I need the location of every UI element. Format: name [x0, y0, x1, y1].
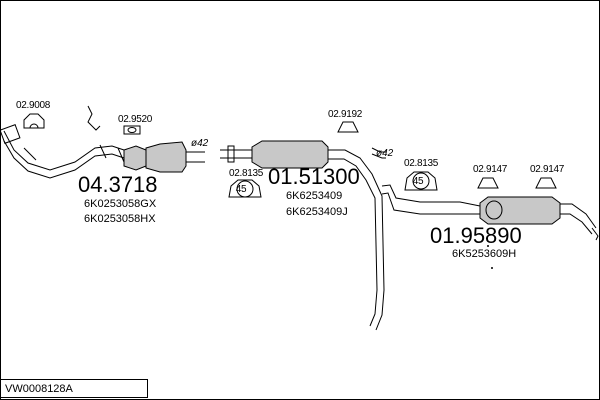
- rear-pipe-lower-edge: [381, 192, 480, 215]
- middle-silencer: [251, 140, 329, 169]
- middle-part-number-2: 6K6253409J: [286, 206, 348, 218]
- clamp-bracket-icon: [228, 179, 262, 198]
- ref-label-r5: 02.8135: [404, 158, 439, 169]
- middle-assembly: [220, 140, 385, 331]
- intermediate-pipe: [220, 149, 252, 159]
- flex-joint-lines: [99, 144, 125, 163]
- clamp-ring-hole-icon: [127, 127, 137, 133]
- diameter-label-d1: ø42: [191, 138, 209, 149]
- dot-mark: [491, 267, 493, 269]
- tail-pipe-end: [591, 227, 599, 241]
- rear-assembly: [381, 184, 599, 241]
- ref-label-r1: 02.9008: [16, 100, 51, 111]
- middle-outlet-pipe-right: [328, 158, 378, 327]
- front-part-number-1: 6K0253058GX: [84, 198, 157, 210]
- clamp-label-c1: 45: [236, 184, 247, 195]
- front-small-parts: [23, 105, 141, 135]
- diameter-label-d2: ø42: [376, 148, 394, 159]
- front-part-number-2: 6K0253058HX: [84, 213, 156, 225]
- middle-group-number: 01.51300: [268, 164, 360, 189]
- hanger-rubber-rear-1-icon: [477, 177, 499, 189]
- clamp-ring-icon: [123, 125, 141, 135]
- middle-small-parts: [228, 121, 386, 198]
- front-group-number: 04.3718: [78, 172, 158, 197]
- clamp-label-c2: 45: [413, 176, 424, 187]
- front-pipe-assembly: [0, 124, 205, 179]
- tail-pipe: [560, 203, 597, 235]
- front-pipe-joint: [23, 147, 37, 161]
- catalyst-outlet-pipe: [186, 151, 205, 163]
- clamp-bracket-rear-icon: [404, 171, 438, 191]
- hanger-rubber-icon: [337, 121, 359, 133]
- manifold-flange: [0, 124, 21, 144]
- rear-pipe-upper-edge: [381, 184, 481, 207]
- diagram-code-label: VW0008128A: [0, 379, 148, 398]
- clamp-ring-c1-icon: [236, 180, 254, 198]
- dot-mark: [487, 245, 489, 247]
- pipe-end-icon: [371, 147, 386, 159]
- middle-part-number-1: 6K6253409: [286, 190, 342, 202]
- ref-label-r6: 02.9147: [473, 164, 508, 175]
- flex-joint-body: [123, 145, 147, 171]
- ref-label-r4: 02.9192: [328, 109, 363, 120]
- rear-silencer-inlet: [485, 200, 503, 220]
- catalytic-converter: [145, 141, 187, 173]
- clamp-ring-c2-icon: [412, 172, 430, 190]
- ref-label-r2: 02.9520: [118, 114, 153, 125]
- middle-outlet-pipe-left: [328, 149, 385, 331]
- hanger-rod-icon: [87, 105, 101, 131]
- ref-label-r3: 02.8135: [229, 168, 264, 179]
- ref-label-r7: 02.9147: [530, 164, 565, 175]
- hanger-rubber-rear-2-icon: [535, 177, 557, 189]
- rear-small-parts: [404, 171, 557, 269]
- rear-part-number-1: 6K5253609H: [452, 248, 516, 260]
- rear-group-number: 01.95890: [430, 223, 522, 248]
- gasket-icon: [23, 113, 45, 129]
- intermediate-clamp: [227, 145, 235, 163]
